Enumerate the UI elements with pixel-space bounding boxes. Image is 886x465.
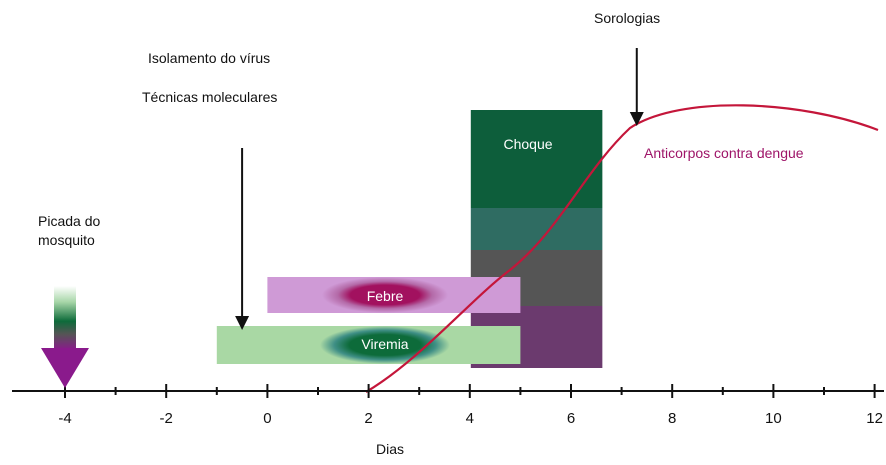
x-tick-label: 4 xyxy=(465,410,474,427)
choque-band-teal xyxy=(470,208,603,250)
febre-bar: Febre xyxy=(267,277,521,313)
x-tick-label: 2 xyxy=(364,410,373,427)
molecular-techniques-label: Técnicas moleculares xyxy=(142,89,278,105)
x-tick-label: 12 xyxy=(866,410,883,427)
antibody-label: Anticorpos contra dengue xyxy=(644,145,804,161)
choque-box: Choque xyxy=(470,110,603,368)
mosquito-bite-label-line2: mosquito xyxy=(38,232,95,248)
x-tick-label: 10 xyxy=(765,410,782,427)
mosquito-bite-label-line1: Picada do xyxy=(38,213,101,229)
mosquito-bite-arrow xyxy=(41,286,89,388)
x-tick-label: 8 xyxy=(668,410,677,427)
virus-isolation-label: Isolamento do vírus xyxy=(148,50,271,66)
x-axis-ticks xyxy=(64,384,876,398)
x-tick-label: 0 xyxy=(263,410,272,427)
antibody-curve xyxy=(365,104,879,393)
viremia-label: Viremia xyxy=(361,336,408,352)
choque-label: Choque xyxy=(503,136,552,152)
molecular-test-arrow xyxy=(235,148,250,330)
x-tick-label: -4 xyxy=(58,410,72,427)
x-axis-label: Dias xyxy=(376,441,405,457)
viremia-bar: Viremia xyxy=(216,326,521,364)
febre-label: Febre xyxy=(367,288,404,304)
choque-band-top xyxy=(470,110,603,208)
x-tick-label: -2 xyxy=(159,410,173,427)
serology-label: Sorologias xyxy=(594,10,661,26)
serology-arrow xyxy=(629,48,644,126)
febre-core xyxy=(322,277,448,313)
x-tick-label: 6 xyxy=(566,410,576,427)
